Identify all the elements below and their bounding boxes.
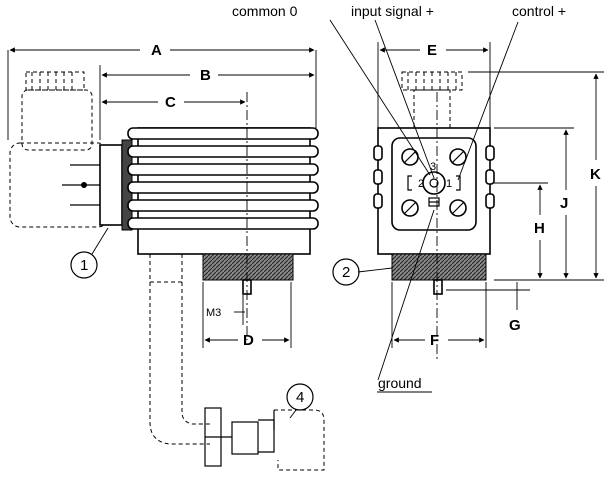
side-view [9, 71, 325, 471]
front-view: 3 2 1 [373, 71, 495, 360]
item-number-2: 2 [342, 264, 350, 281]
pin-number-2: 2 [418, 178, 424, 190]
dim-label-b: B [200, 67, 211, 84]
item-number-4: 4 [296, 389, 304, 406]
dim-label-c: C [165, 94, 176, 111]
dimension-b: B [99, 65, 315, 140]
dim-label-a: A [151, 42, 162, 59]
dim-label-f: F [430, 332, 439, 349]
dimension-h: H [494, 182, 548, 281]
callout-common-label: common 0 [232, 3, 298, 19]
dimension-a: A [7, 42, 317, 140]
dim-label-h: H [534, 220, 545, 237]
callout-control: control + [457, 3, 566, 181]
callout-common: common 0 [232, 3, 431, 176]
callout-control-label: control + [512, 3, 566, 19]
callout-input: input signal + [351, 3, 435, 179]
dim-label-k: K [590, 166, 601, 183]
item-1-callout: 1 [70, 227, 109, 279]
pin-number-1: 1 [446, 178, 452, 190]
dimension-c: C [101, 94, 246, 111]
dimension-e: E [377, 42, 491, 128]
dimension-k: K [468, 71, 604, 281]
dimension-f: F [391, 282, 487, 349]
dim-label-e: E [427, 42, 437, 59]
item-number-1: 1 [80, 257, 88, 274]
dimension-g: G [446, 282, 530, 334]
dimension-j: J [494, 127, 574, 279]
item-2-callout: 2 [332, 258, 393, 286]
dim-label-d: D [243, 332, 254, 349]
callout-input-label: input signal + [351, 3, 434, 19]
item-4-callout: 4 [286, 383, 314, 419]
callout-ground: ground [377, 209, 435, 393]
pin-number-3: 3 [430, 161, 436, 173]
dim-label-j: J [560, 195, 568, 212]
dimension-d: D M3 [202, 282, 292, 349]
callout-ground-label: ground [378, 375, 422, 391]
dim-label-g: G [509, 317, 521, 334]
thread-label-m3: M3 [206, 307, 221, 319]
